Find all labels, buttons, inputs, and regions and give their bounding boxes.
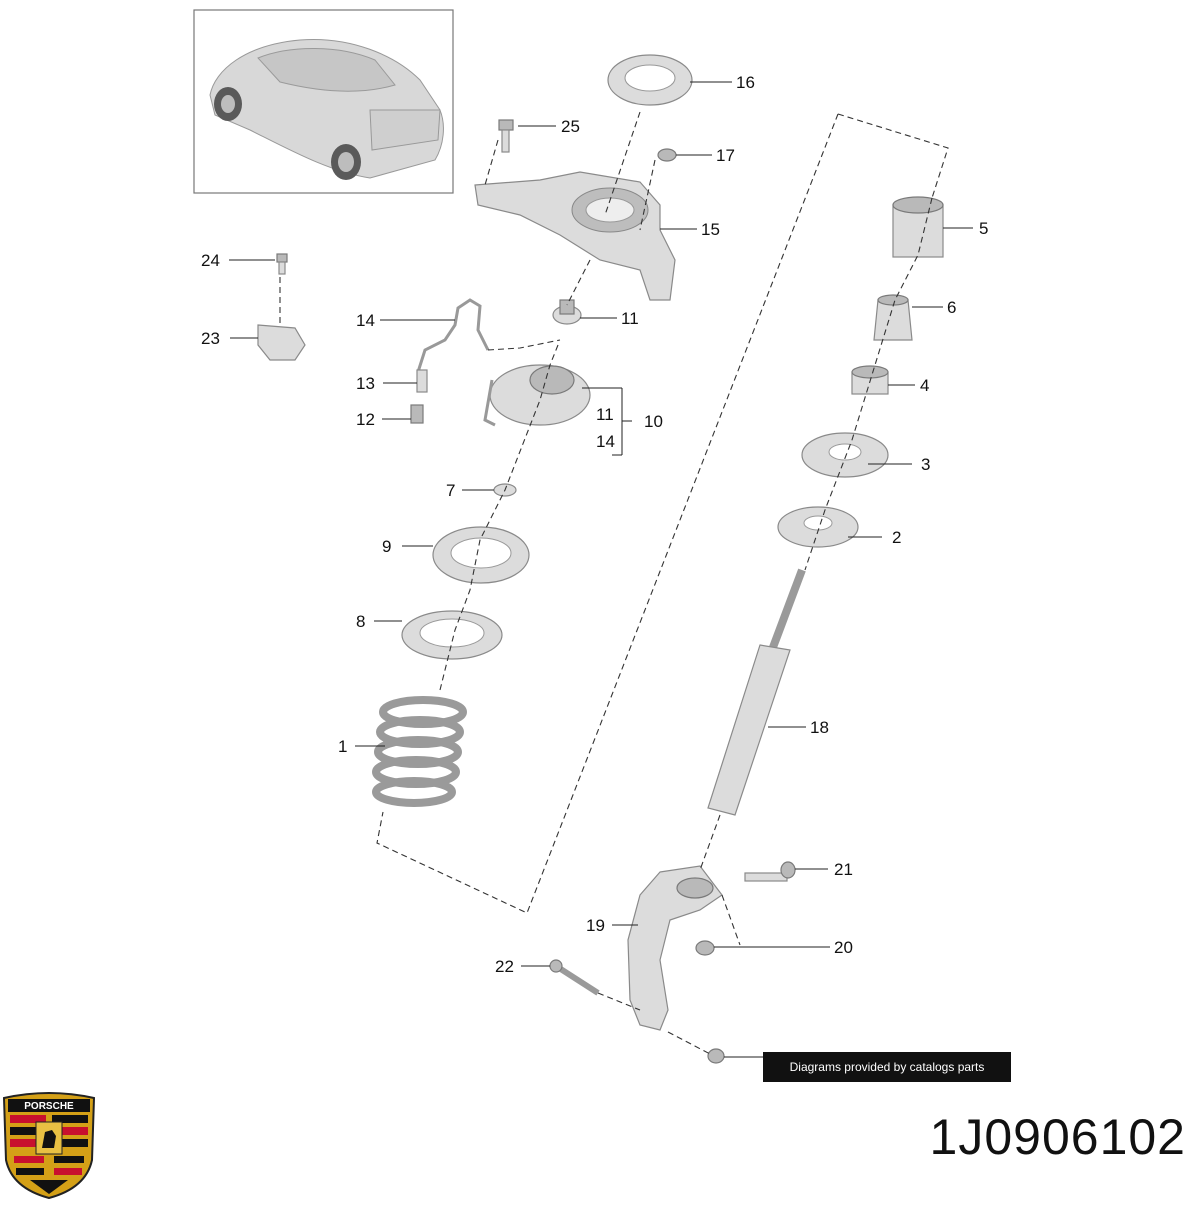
callout-23: 23	[201, 329, 220, 348]
part-9-spring-seat	[432, 526, 530, 584]
callout-4: 4	[920, 376, 929, 395]
part-11-bushing	[552, 299, 582, 325]
part-23-sensor	[257, 324, 306, 361]
assembly-outline	[376, 113, 949, 914]
callout-3: 3	[921, 455, 930, 474]
part-19-fork	[627, 865, 723, 1031]
svg-text:PORSCHE: PORSCHE	[24, 1101, 74, 1112]
callout-13: 13	[356, 374, 375, 393]
callout-8: 8	[356, 612, 365, 631]
part-8-pad	[401, 610, 503, 660]
callout-5: 5	[979, 219, 988, 238]
part-17-nut	[657, 148, 677, 162]
part-4-bushing	[851, 365, 889, 395]
car-thumbnail-icon	[193, 9, 454, 194]
credit-text: Diagrams provided by catalogs parts	[789, 1060, 985, 1074]
part-14-wire	[416, 298, 490, 373]
callout-14: 14	[356, 311, 375, 330]
porsche-crest-icon: PORSCHE	[2, 1092, 96, 1200]
callout-12: 12	[356, 410, 375, 429]
callout-18: 18	[810, 718, 829, 737]
part-20-nut	[695, 940, 715, 956]
part-3-plate	[801, 432, 889, 478]
wire-route	[279, 277, 561, 351]
callout-7: 7	[446, 481, 455, 500]
part-bottom-nut	[707, 1048, 725, 1064]
part-10-top-mount	[483, 364, 591, 427]
callout-16: 16	[736, 73, 755, 92]
part-18-shock-absorber	[707, 568, 806, 816]
part-24-bolt	[276, 253, 288, 275]
callout-21: 21	[834, 860, 853, 879]
part-22-bolt	[549, 959, 600, 996]
callout-15: 15	[701, 220, 720, 239]
credit-banner: Diagrams provided by catalogs parts	[763, 1052, 1011, 1082]
part-13-connector	[416, 369, 428, 393]
part-25-bolt	[498, 119, 514, 153]
part-16-spring-pad	[607, 54, 693, 106]
part-21-bolt	[744, 861, 796, 882]
callout-17: 17	[716, 146, 735, 165]
callout-22: 22	[495, 957, 514, 976]
part-6-bump-stop	[873, 294, 913, 341]
callout-6: 6	[947, 298, 956, 317]
callout-20: 20	[834, 938, 853, 957]
leader-lines	[229, 81, 973, 1058]
callout-14b: 14	[596, 432, 615, 451]
part-number: 1J0906102	[929, 1109, 1186, 1165]
part-1-coil-spring	[372, 696, 467, 807]
callout-19: 19	[586, 916, 605, 935]
callout-11b: 11	[596, 405, 614, 424]
part-5-bump-cup	[892, 196, 944, 258]
callout-labels: 16 25 17 15 5 24 14 11 6 23 13 11 10 12 …	[201, 73, 988, 976]
callout-9: 9	[382, 537, 391, 556]
callout-10: 10	[644, 412, 663, 431]
callout-24: 24	[201, 251, 220, 270]
part-2-plate	[777, 506, 859, 548]
callout-11: 11	[621, 309, 639, 328]
callout-2: 2	[892, 528, 901, 547]
part-15-mount-bracket	[474, 171, 676, 301]
callout-25: 25	[561, 117, 580, 136]
part-12-connector	[410, 404, 424, 424]
centerline-left	[439, 111, 656, 691]
callout-1: 1	[338, 737, 347, 756]
